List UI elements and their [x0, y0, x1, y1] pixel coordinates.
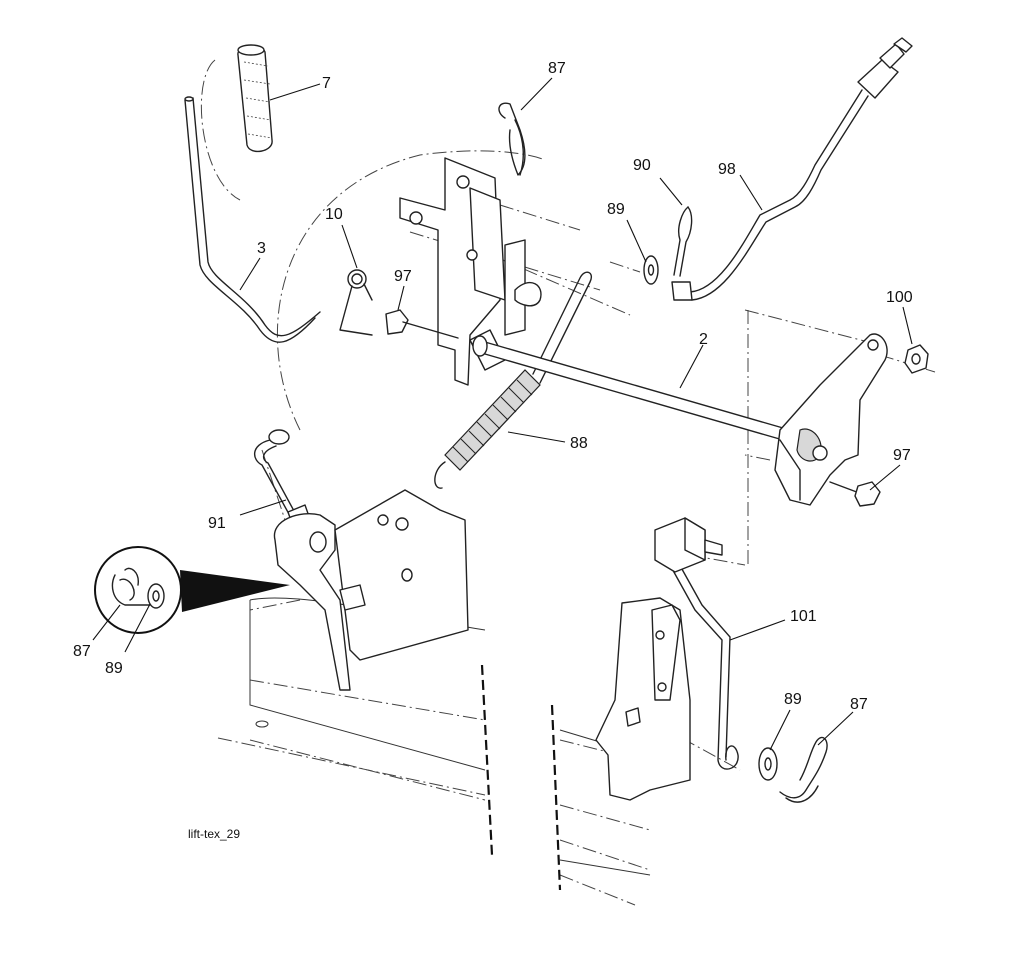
part-98-adjustment-rod [671, 37, 913, 301]
detail-callout-87-89 [94, 546, 290, 634]
part-87-hairpin-clip-top [498, 102, 526, 176]
part-90-cotter-pin [673, 206, 693, 277]
callout-100: 100 [886, 289, 913, 306]
part-7-handle-grip [237, 44, 273, 153]
callout-88: 88 [570, 435, 588, 452]
mounting-bracket [399, 157, 506, 386]
part-10-torsion-spring [339, 269, 373, 336]
figure-code: lift-tex_29 [188, 827, 240, 841]
callout-89-bottom: 89 [784, 691, 802, 708]
callout-10: 10 [325, 206, 343, 223]
callout-98: 98 [718, 161, 736, 178]
right-lift-arm [774, 333, 888, 506]
part-89-washer-bottom [758, 747, 778, 781]
callout-90: 90 [633, 157, 651, 174]
callout-89-top: 89 [607, 201, 625, 218]
callout-91: 91 [208, 515, 226, 532]
part-101-link-rod-right [654, 517, 739, 770]
part-97-bolt-left [385, 309, 459, 339]
part-3-lift-handle [184, 96, 321, 343]
part-100-nut [904, 344, 929, 374]
callout-87-detail: 87 [73, 643, 91, 660]
part-97-bolt-right [829, 481, 881, 507]
callout-7: 7 [322, 75, 331, 92]
part-87-hairpin-clip-bottom [779, 736, 828, 803]
callout-97-right: 97 [893, 447, 911, 464]
callout-87-top: 87 [548, 60, 566, 77]
part-88-extension-spring [434, 271, 592, 489]
part-89-washer-top [643, 255, 659, 285]
break-lines [480, 664, 562, 891]
callout-101: 101 [790, 608, 817, 625]
pivot-bracket [469, 239, 542, 371]
callout-labels: 7 87 90 98 89 10 3 97 2 100 97 88 91 87 … [73, 60, 913, 713]
callout-89-detail: 89 [105, 660, 123, 677]
leader-lines [92, 77, 913, 751]
right-deck-hanger [595, 597, 691, 801]
callout-3: 3 [257, 240, 266, 257]
callout-97-left: 97 [394, 268, 412, 285]
callout-2: 2 [699, 331, 708, 348]
left-deck-hanger [273, 489, 469, 691]
callout-87-bottom: 87 [850, 696, 868, 713]
